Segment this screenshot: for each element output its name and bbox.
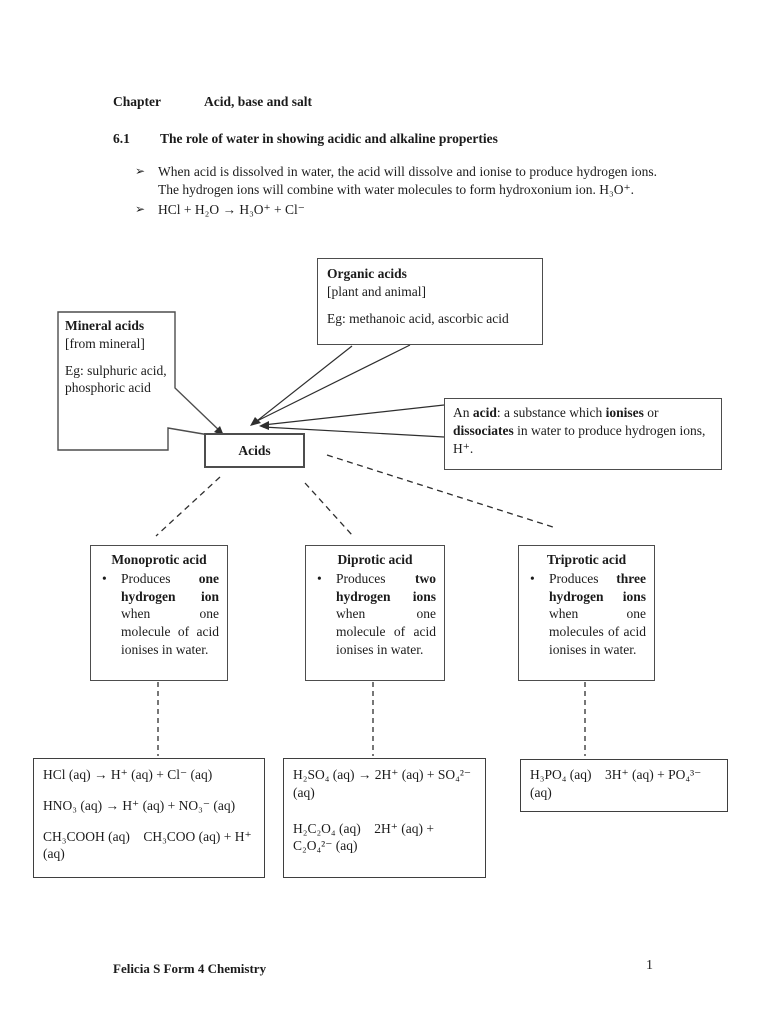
acid-definition-box: An acid: a substance which ionises or di… — [444, 398, 722, 470]
equation-line: H₂SO₄ (aq) → 2H⁺ (aq) + SO₄²⁻ (aq) — [293, 767, 475, 800]
definition-text: An — [453, 405, 473, 420]
definition-text: or — [643, 405, 659, 420]
equation-line: H₃PO₄ (aq) 3H⁺ (aq) + PO₄³⁻ (aq) — [530, 767, 705, 800]
dot-bullet-icon: • — [317, 570, 322, 586]
mineral-acids-origin: [from mineral] — [65, 335, 145, 351]
spacer — [327, 301, 533, 310]
organic-pointer-line — [252, 345, 353, 425]
monoprotic-acid-box: Monoprotic acid • Produces one hydrogen … — [90, 545, 228, 681]
dot-bullet-icon: • — [102, 570, 107, 586]
arrow-bullet-icon: ➢ — [135, 201, 146, 216]
footer-author: Felicia S Form 4 Chemistry — [113, 961, 267, 976]
diprotic-equations-box: H₂SO₄ (aq) → 2H⁺ (aq) + SO₄²⁻ (aq) H₂C₂O… — [283, 758, 486, 878]
monoprotic-text: Produces one hydrogen ion when one molec… — [121, 570, 219, 658]
spacer — [65, 353, 168, 362]
intro-bullet-list: ➢ When acid is dissolved in water, the a… — [135, 163, 657, 218]
diprotic-acid-box: Diprotic acid • Produces two hydrogen io… — [305, 545, 445, 681]
section-number: 6.1 — [113, 131, 130, 146]
dot-bullet-icon: • — [530, 570, 535, 586]
arrow-bullet-icon: ➢ — [135, 164, 146, 178]
diprotic-description: • Produces two hydrogen ions when one mo… — [314, 570, 436, 659]
organic-acids-title: Organic acids — [327, 266, 407, 281]
monoprotic-description: • Produces one hydrogen ion when one mol… — [99, 570, 219, 659]
organic-acids-box: Organic acids [plant and animal] Eg: met… — [317, 258, 543, 345]
diprotic-text: Produces two hydrogen ions when one mole… — [336, 570, 436, 658]
organic-pointer-line — [256, 344, 411, 422]
triprotic-title: Triprotic acid — [546, 552, 627, 567]
definition-pointer-line — [262, 404, 445, 426]
acids-node: Acids — [204, 433, 305, 468]
mineral-acids-box: Mineral acids [from mineral] Eg: sulphur… — [65, 317, 168, 397]
definition-pointer-arrowhead — [259, 421, 269, 430]
branch-diprotic-dashed-line — [304, 482, 353, 536]
definition-text: in water to produce hydrogen ions, H⁺. — [453, 422, 706, 456]
acids-node-label: Acids — [238, 443, 271, 458]
intro-bullet-2: ➢ HCl + H₂O → H₃O⁺ + Cl⁻ — [135, 201, 657, 219]
intro-bullet-1: ➢ When acid is dissolved in water, the a… — [135, 163, 657, 199]
section-title: The role of water in showing acidic and … — [160, 131, 498, 146]
organic-acids-origin: [plant and animal] — [327, 283, 426, 299]
chapter-title: Acid, base and salt — [204, 94, 313, 109]
page-number: 1 — [646, 958, 653, 973]
organic-pointer-arrowhead — [250, 417, 261, 426]
definition-bold-ionises: ionises — [605, 405, 644, 420]
triprotic-text: Produces three hydrogen ions when one mo… — [549, 570, 646, 658]
monoprotic-equations-box: HCl (aq) → H⁺ (aq) + Cl⁻ (aq) HNO₃ (aq) … — [33, 758, 265, 878]
chapter-label: Chapter — [113, 94, 161, 109]
triprotic-equations-box: H₃PO₄ (aq) 3H⁺ (aq) + PO₄³⁻ (aq) — [520, 759, 728, 812]
definition-bold-dissociates: dissociates — [453, 422, 514, 438]
definition-bold-acid: acid — [472, 405, 497, 420]
triprotic-description: • Produces three hydrogen ions when one … — [527, 570, 646, 659]
mineral-acids-title: Mineral acids — [65, 318, 145, 333]
organic-acids-example: Eg: methanoic acid, ascorbic acid — [327, 310, 509, 326]
intro-point-1: When acid is dissolved in water, the aci… — [158, 164, 657, 197]
equation-line: HNO₃ (aq) → H⁺ (aq) + NO₃⁻ (aq) — [43, 797, 236, 813]
equation-line: CH₃COOH (aq) CH₃COO (aq) + H⁺ (aq) — [43, 828, 256, 862]
equation-line: HCl (aq) → H⁺ (aq) + Cl⁻ (aq) — [43, 767, 213, 782]
mineral-acids-example: Eg: sulphuric acid, phosphoric acid — [65, 362, 167, 396]
monoprotic-title: Monoprotic acid — [111, 552, 207, 567]
branch-monoprotic-dashed-line — [155, 476, 221, 537]
triprotic-acid-box: Triprotic acid • Produces three hydrogen… — [518, 545, 655, 681]
definition-text: : a substance which — [496, 405, 606, 420]
intro-equation: HCl + H₂O → H₃O⁺ + Cl⁻ — [158, 201, 305, 217]
equation-line: H₂C₂O₄ (aq) 2H⁺ (aq) + C₂O₄²⁻ (aq) — [293, 820, 438, 854]
diprotic-title: Diprotic acid — [337, 552, 413, 567]
